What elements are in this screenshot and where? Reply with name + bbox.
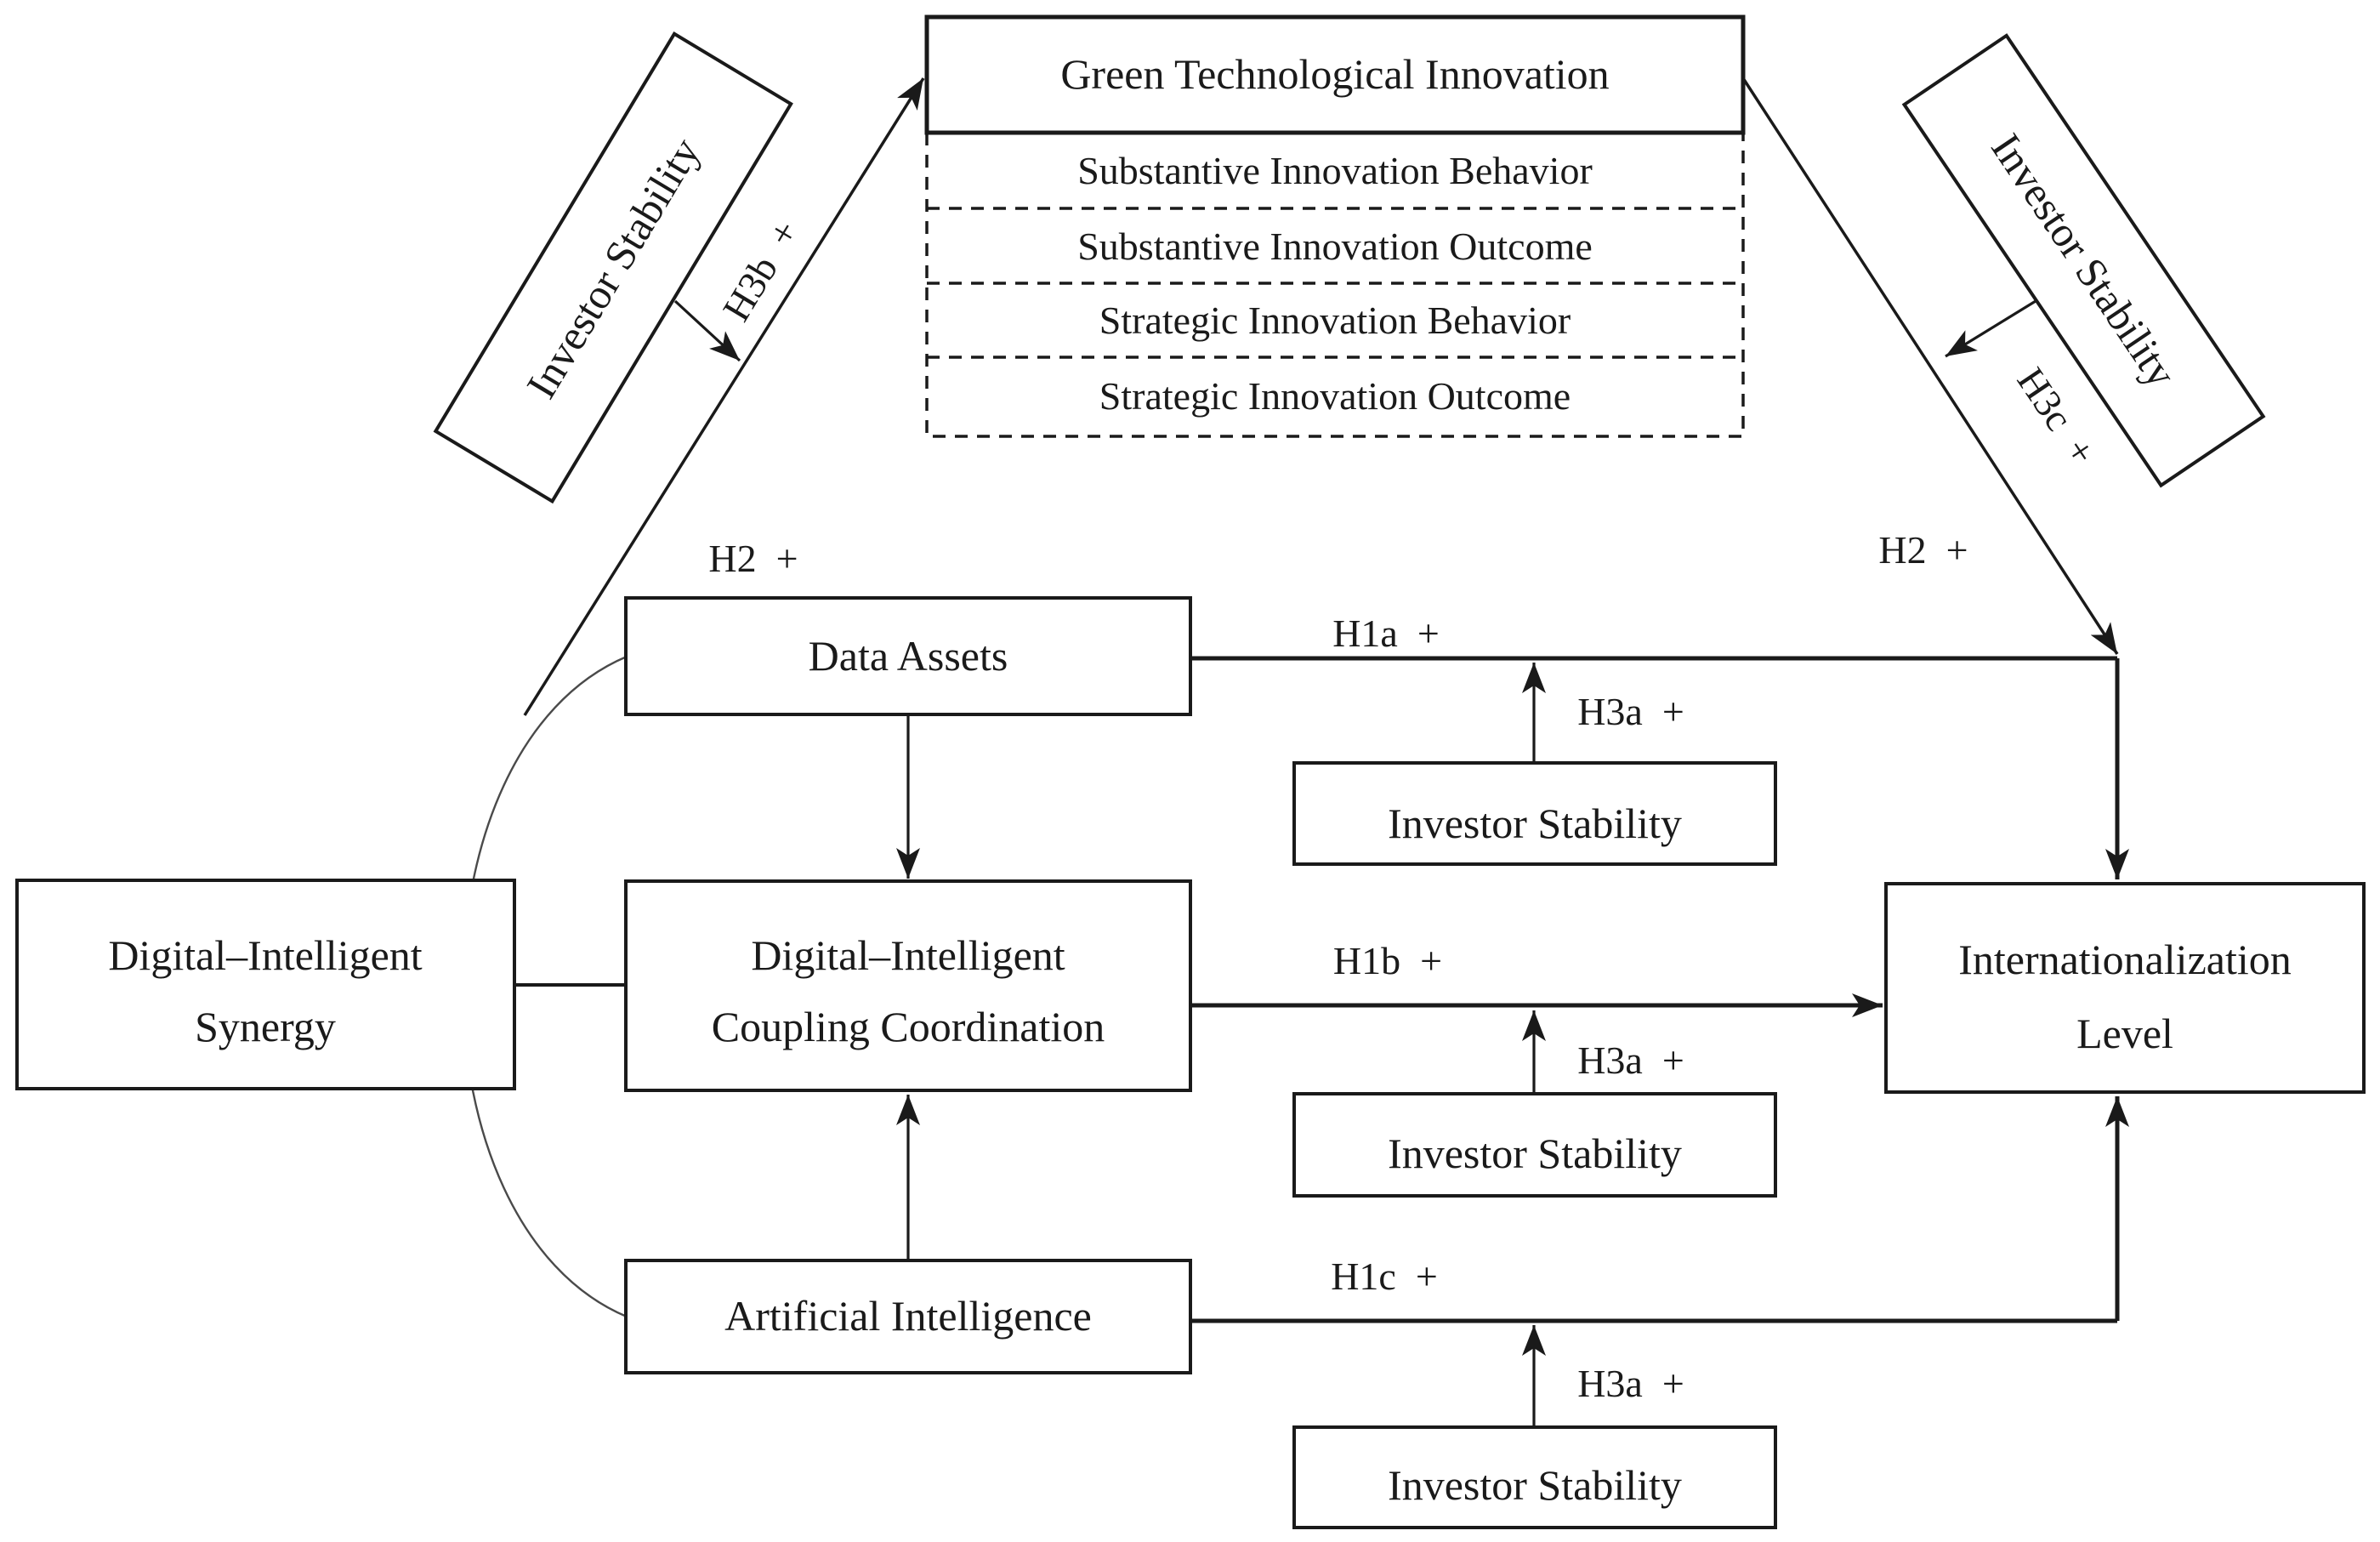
box-investor-stability-moderator-1 bbox=[1292, 761, 1777, 866]
box-artificial-intelligence bbox=[624, 1259, 1192, 1374]
green-innovation-title: Green Technological Innovation bbox=[1060, 50, 1609, 98]
sub-item-substantive-outcome: Substantive Innovation Outcome bbox=[1077, 225, 1593, 268]
data-assets-label: Data Assets bbox=[809, 632, 1008, 680]
sub-item-strategic-outcome: Strategic Innovation Outcome bbox=[1099, 374, 1571, 418]
coupling-label-line1: Digital–Intelligent bbox=[751, 931, 1065, 979]
ai-label: Artificial Intelligence bbox=[724, 1292, 1092, 1340]
synergy-label-line1: Digital–Intelligent bbox=[108, 931, 422, 979]
box-investor-stability-moderator-3 bbox=[1292, 1425, 1777, 1529]
coupling-label-line2: Coupling Coordination bbox=[712, 1003, 1105, 1050]
label-h1a: H1a + bbox=[1332, 612, 1440, 655]
label-h1b: H1b + bbox=[1333, 939, 1442, 982]
dashed-subdimension-container bbox=[925, 133, 1745, 438]
sub-item-substantive-behavior: Substantive Innovation Behavior bbox=[1077, 149, 1593, 192]
synergy-label-line2: Synergy bbox=[195, 1003, 336, 1050]
label-h1c: H1c + bbox=[1331, 1255, 1438, 1298]
box-green-technological-innovation bbox=[924, 14, 1746, 135]
internationalization-label-line1: Internationalization bbox=[1958, 936, 2292, 983]
arrow-h3c bbox=[1945, 299, 2036, 358]
arrow-h3b bbox=[673, 299, 741, 362]
label-h2-right: H2 + bbox=[1878, 528, 1968, 572]
label-h3a-1: H3a + bbox=[1577, 690, 1684, 733]
internationalization-label-line2: Level bbox=[2076, 1010, 2173, 1057]
label-h3b: H3b + bbox=[714, 213, 808, 328]
arrow-h2-to-green-innovation bbox=[523, 77, 925, 716]
sub-item-strategic-behavior: Strategic Innovation Behavior bbox=[1099, 299, 1571, 342]
arrow-h2-from-green-innovation bbox=[1741, 77, 2119, 655]
box-investor-stability-moderator-2 bbox=[1292, 1092, 1777, 1198]
label-h2-left: H2 + bbox=[708, 537, 798, 580]
moderator-1-label: Investor Stability bbox=[1388, 799, 1682, 847]
moderator-3-label: Investor Stability bbox=[1388, 1461, 1682, 1509]
box-coupling-coordination bbox=[624, 879, 1192, 1092]
label-h3a-3: H3a + bbox=[1577, 1362, 1684, 1405]
box-internationalization-level bbox=[1884, 882, 2366, 1094]
box-digital-intelligent-synergy bbox=[15, 879, 516, 1090]
moderator-2-label: Investor Stability bbox=[1388, 1129, 1682, 1177]
label-h3a-2: H3a + bbox=[1577, 1038, 1684, 1082]
